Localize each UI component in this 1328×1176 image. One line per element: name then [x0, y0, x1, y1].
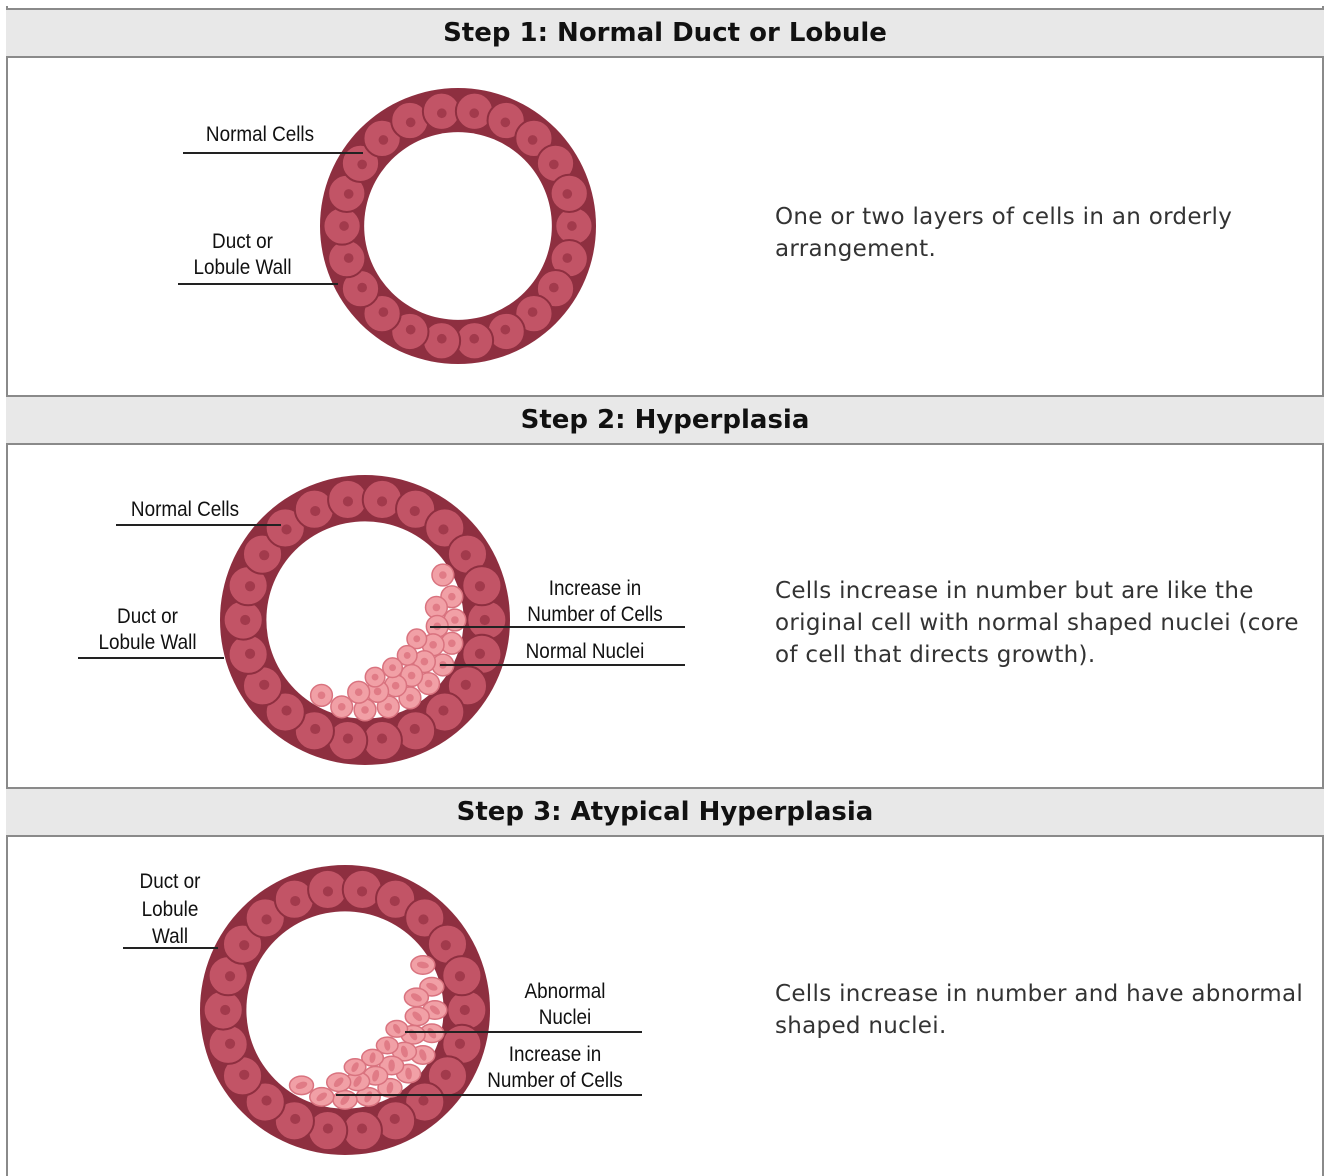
wall-cell-nucleus	[357, 1124, 367, 1134]
wall-cell-nucleus	[390, 896, 400, 906]
step3-label-increase-2: Number of Cells	[474, 1068, 636, 1094]
step3-label-wall-2: Lobule	[116, 897, 224, 923]
step3-duct	[200, 865, 490, 1155]
step3-description: Cells increase in number and have abnorm…	[775, 978, 1305, 1042]
wall-cell-nucleus	[323, 886, 333, 896]
wall-cell-nucleus	[418, 914, 428, 924]
wall-cell-nucleus	[441, 1070, 451, 1080]
step3-label-increase-1: Increase in	[488, 1042, 623, 1068]
abnormal-nucleus	[388, 1060, 395, 1072]
wall-cell-nucleus	[460, 1005, 470, 1015]
wall-cell-nucleus	[390, 1114, 400, 1124]
step3-label-wall-1: Duct or	[116, 869, 224, 895]
wall-cell-nucleus	[323, 1124, 333, 1134]
step3-label-abnormal-1: Abnormal	[507, 979, 624, 1005]
wall-cell-nucleus	[261, 914, 271, 924]
wall-cell-nucleus	[225, 971, 235, 981]
wall-cell-nucleus	[239, 940, 249, 950]
wall-cell-nucleus	[225, 1039, 235, 1049]
step3-leader-wall	[123, 947, 218, 949]
step3-label-abnormal-2: Nuclei	[507, 1005, 624, 1031]
wall-cell-nucleus	[455, 1039, 465, 1049]
wall-cell-nucleus	[418, 1095, 428, 1105]
wall-cell-nucleus	[239, 1070, 249, 1080]
step3-leader-increase	[336, 1094, 642, 1096]
wall-cell-nucleus	[290, 896, 300, 906]
wall-cell-nucleus	[441, 940, 451, 950]
wall-cell-nucleus	[261, 1095, 271, 1105]
wall-cell-nucleus	[290, 1114, 300, 1124]
step3-leader-abnormal	[405, 1031, 642, 1033]
wall-cell-nucleus	[220, 1005, 230, 1015]
wall-cell-nucleus	[357, 886, 367, 896]
wall-cell-nucleus	[455, 971, 465, 981]
